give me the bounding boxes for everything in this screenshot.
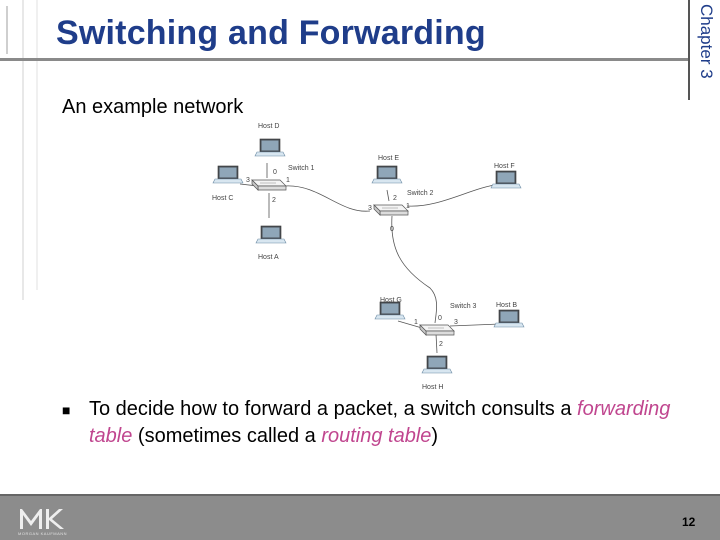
switch-2-port-2: 2 <box>393 195 397 202</box>
switch-3-port-1: 1 <box>414 319 418 326</box>
publisher-logo-text: MORGAN KAUFMANN <box>18 531 68 536</box>
host-b-icon <box>493 309 525 328</box>
switch-1-port-3: 3 <box>246 177 250 184</box>
switch-2-label: Switch 2 <box>407 190 434 197</box>
switch-2-port-3: 3 <box>368 205 372 212</box>
network-diagram: Host D Host C Host A Host E Host F Host … <box>212 123 525 391</box>
host-h-icon <box>421 355 453 374</box>
switch-1 <box>251 179 287 191</box>
host-c-icon <box>212 165 244 184</box>
switch-2-port-1: 1 <box>406 203 410 210</box>
host-e-icon <box>371 165 403 184</box>
chapter-label: Chapter 3 <box>697 4 716 79</box>
bullet-text: To decide how to forward a packet, a swi… <box>89 396 689 450</box>
switch-3-label: Switch 3 <box>450 303 477 310</box>
host-c-label: Host C <box>212 195 233 202</box>
bullet-marker: ■ <box>62 402 71 418</box>
slide-subtitle: An example network <box>62 96 244 118</box>
switch-2-port-0: 0 <box>390 226 394 233</box>
bullet-text-part: (sometimes called a <box>132 425 322 447</box>
decorative-line <box>36 0 38 290</box>
switch-1-label: Switch 1 <box>288 165 315 172</box>
switch-2 <box>373 204 409 216</box>
switch-1-port-2: 2 <box>272 197 276 204</box>
decorative-line <box>6 6 8 54</box>
publisher-logo <box>20 509 64 529</box>
host-h-label: Host H <box>422 384 443 391</box>
title-underline <box>0 58 690 61</box>
host-g-icon <box>374 301 406 320</box>
host-e-label: Host E <box>378 155 399 162</box>
host-a-label: Host A <box>258 254 279 261</box>
switch-1-port-1: 1 <box>286 177 290 184</box>
slide-title: Switching and Forwarding <box>56 14 486 52</box>
page-number: 12 <box>682 515 696 529</box>
host-f-label: Host F <box>494 163 515 170</box>
footer-bar <box>0 494 720 540</box>
chapter-divider <box>688 0 690 100</box>
host-f-icon <box>490 170 522 189</box>
switch-3 <box>419 324 455 336</box>
host-a-icon <box>255 225 287 244</box>
switch-1-port-0: 0 <box>273 169 277 176</box>
switch-3-port-3: 3 <box>454 319 458 326</box>
bullet-text-part: To decide how to forward a packet, a swi… <box>89 398 578 420</box>
host-b-label: Host B <box>496 302 517 309</box>
host-g-label: Host G <box>380 297 402 304</box>
host-d-icon <box>254 138 286 157</box>
routing-table-term: routing table <box>321 425 432 447</box>
forwarding-table-term: forwarding table <box>89 398 671 447</box>
links <box>239 163 501 354</box>
bullet-text-part: ) <box>431 425 439 447</box>
footer-divider <box>0 494 720 496</box>
decorative-line <box>22 0 24 300</box>
host-d-label: Host D <box>258 123 279 130</box>
switch-3-port-0: 0 <box>438 315 442 322</box>
switch-3-port-2: 2 <box>439 341 443 348</box>
